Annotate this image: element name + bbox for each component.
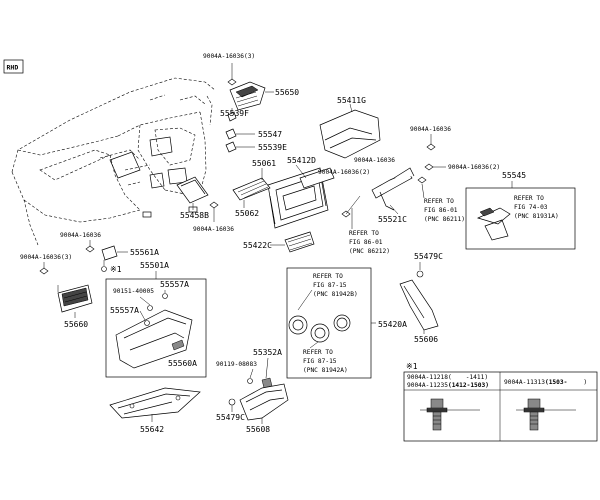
legend-col1-line1: 9004A-11218(-1411)	[407, 374, 488, 381]
ref-fig86-a-line2: FIG 86-01	[424, 207, 458, 214]
instrument-panel-outline	[11, 77, 216, 246]
part-55660-vent	[57, 284, 93, 318]
screw-center-left	[209, 201, 219, 222]
label-9004a-16036-l: 9004A-16036	[60, 232, 101, 239]
label-9004a-16036-3-top: 9004A-16036(3)	[203, 53, 255, 60]
part-55650-vent	[227, 63, 274, 111]
part-55422c-vent	[270, 231, 315, 253]
ref-fig86-01-a: REFER TO FIG 86-01 (PNC 86211)	[421, 183, 465, 223]
label-55420a: 55420A	[378, 320, 407, 329]
label-9004a-16036-c: 9004A-16036	[193, 226, 234, 233]
label-55557a-a: 55557A	[160, 280, 189, 289]
box-55420a: REFER TO FIG 87-15 (PNC 81942B) REFER TO…	[286, 267, 376, 379]
part-55352a-clip	[247, 357, 273, 389]
screw-left-2	[39, 262, 49, 275]
part-55062-vent	[232, 168, 271, 208]
ref-fig87-a-line1: REFER TO	[303, 349, 333, 356]
part-55539e-clip	[225, 141, 255, 153]
label-55545: 55545	[502, 171, 526, 180]
label-55479c-bottom: 55479C	[216, 413, 245, 422]
ref-fig86-b-line2: FIG 86-01	[349, 239, 383, 246]
part-55539f-clip	[227, 108, 237, 122]
screw-right-mid	[424, 163, 446, 171]
bolt-icon-col1	[420, 398, 480, 431]
label-55479c-right: 55479C	[414, 252, 443, 261]
label-55539f: 55539F	[220, 109, 249, 118]
ref-fig86-01-b: REFER TO FIG 86-01 (PNC 86212)	[349, 208, 390, 255]
bolt-icon-col2	[516, 398, 576, 431]
label-55061: 55061	[252, 159, 276, 168]
label-55539e: 55539E	[258, 143, 287, 152]
label-90151-40005: 90151-40005	[113, 288, 154, 295]
legend-box: ※1 9004A-11218(-1411) 9004A-11235(1412-1…	[403, 362, 598, 442]
label-55062: 55062	[235, 209, 259, 218]
ref-fig87-a-line2: FIG 87-15	[303, 358, 337, 365]
label-9004a-16036-3-l: 9004A-16036(3)	[20, 254, 72, 261]
ref-fig74-line3: (PNC 81931A)	[514, 213, 559, 220]
label-55650: 55650	[275, 88, 299, 97]
part-55411g-cluster-hood	[319, 103, 381, 159]
ref-fig87-a-line3: (PNC 81942A)	[303, 367, 348, 374]
label-55608: 55608	[246, 425, 270, 434]
label-55501a: 55501A	[140, 261, 169, 270]
legend-mark: ※1	[406, 362, 418, 371]
label-55521c: 55521C	[378, 215, 407, 224]
label-55422c: 55422C	[243, 241, 272, 250]
label-mark1: ※1	[110, 265, 122, 274]
part-55547-clip	[225, 128, 255, 140]
ref-fig86-b-line1: REFER TO	[349, 230, 379, 237]
part-55479c-clip-right	[416, 262, 424, 278]
screw-left-1	[85, 240, 95, 253]
screw-right-top	[426, 134, 436, 151]
label-9004a-16036-r1: 9004A-16036	[410, 126, 451, 133]
label-55547: 55547	[258, 130, 282, 139]
ref-fig87-b-line1: REFER TO	[313, 273, 343, 280]
label-9004a-16036-2-r: 9004A-16036(2)	[448, 164, 500, 171]
box-55501a: 90151-40005 55557A 55557A 55560A	[105, 278, 207, 378]
part-55608-under-cover	[239, 383, 289, 424]
label-55458b: 55458B	[180, 211, 209, 220]
label-55557a-b: 55557A	[110, 306, 139, 315]
part-55521c-bracket	[341, 167, 427, 218]
label-55606: 55606	[414, 335, 438, 344]
ref-fig87-b-line2: FIG 87-15	[313, 282, 347, 289]
ref-fig74-line1: REFER TO	[514, 195, 544, 202]
legend-col2-line: 9004A-11313(1503-)	[504, 379, 587, 386]
ref-fig86-a-line3: (PNC 86211)	[424, 216, 465, 223]
label-55561a: 55561A	[130, 248, 159, 257]
part-55606-side-panel	[399, 279, 439, 334]
label-55412d: 55412D	[287, 156, 316, 165]
label-55660: 55660	[64, 320, 88, 329]
ref-fig87-b-line3: (PNC 81942B)	[313, 291, 358, 298]
label-55352a: 55352A	[253, 348, 282, 357]
rhd-badge: RHD	[3, 59, 24, 74]
part-55642-tray	[109, 387, 201, 422]
part-55479c-clip-bottom	[228, 398, 236, 412]
legend-col1-line2: 9004A-11235(1412-1503)	[407, 382, 489, 389]
ref-fig86-a-line1: REFER TO	[424, 198, 454, 205]
ref-fig86-b-line3: (PNC 86212)	[349, 248, 390, 255]
label-90119-08083: 90119-08083	[216, 361, 257, 368]
label-55642: 55642	[140, 425, 164, 434]
label-9004a-16036-2-c: 9004A-16036(2)	[318, 169, 370, 176]
label-55560a: 55560A	[168, 359, 197, 368]
part-55458b-pocket	[176, 176, 209, 210]
label-55411g: 55411G	[337, 96, 366, 105]
rhd-badge-text: RHD	[7, 64, 19, 72]
ref-fig74-line2: FIG 74-03	[514, 204, 548, 211]
part-55561a-bracket	[101, 245, 128, 272]
label-9004a-16036-r2: 9004A-16036	[354, 157, 395, 164]
part-55412d-bracket	[295, 164, 335, 189]
box-55545: 55545 REFER TO FIG 74-03 (PNC 81931A)	[465, 171, 576, 250]
